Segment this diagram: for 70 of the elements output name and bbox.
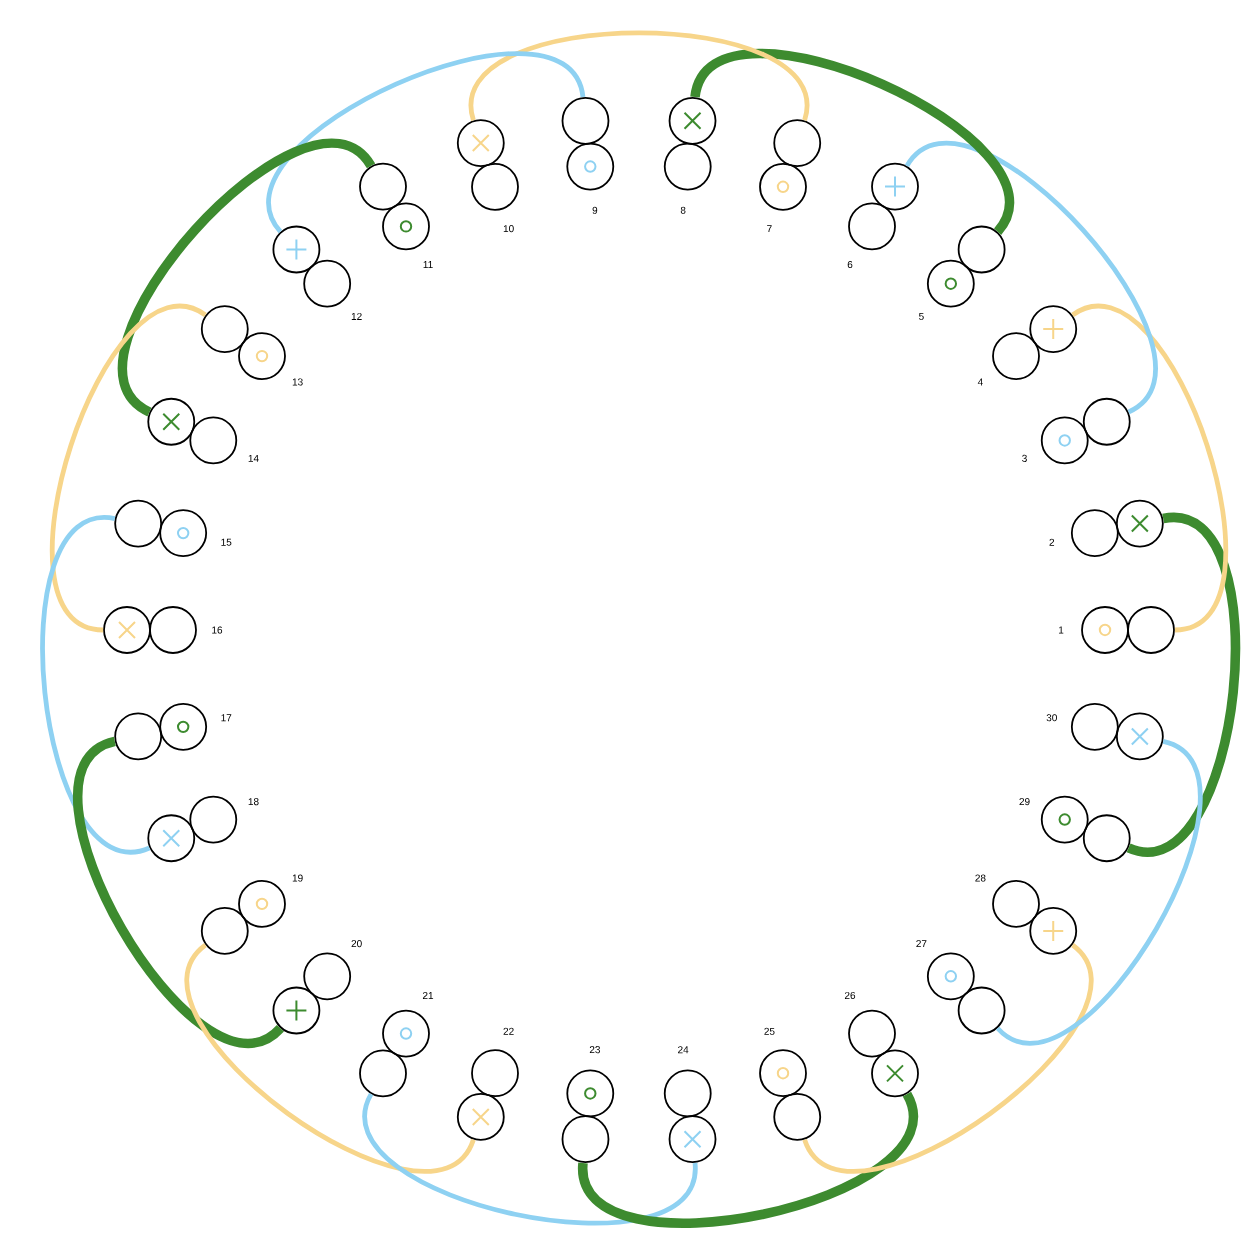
circle	[561, 96, 610, 145]
circle	[871, 1049, 919, 1098]
circle	[926, 952, 975, 1001]
circle	[561, 1115, 610, 1164]
circle	[1081, 606, 1129, 654]
arc	[996, 739, 1203, 1045]
arc	[50, 303, 207, 633]
circle	[103, 606, 151, 654]
circle	[1082, 397, 1131, 446]
circle	[1070, 702, 1119, 751]
circle	[147, 814, 196, 863]
circle	[189, 795, 238, 844]
circle	[471, 162, 519, 211]
circle	[566, 142, 615, 191]
circle	[1040, 416, 1089, 465]
circle	[957, 225, 1006, 274]
circle	[566, 1069, 615, 1118]
arc	[185, 943, 476, 1174]
circle	[1040, 795, 1089, 844]
circle	[147, 397, 196, 446]
circle	[1029, 305, 1078, 353]
circle	[871, 162, 919, 211]
circle	[668, 1115, 717, 1164]
arc	[40, 516, 150, 854]
circle	[663, 142, 712, 191]
circle	[303, 259, 352, 308]
arc	[1071, 303, 1228, 633]
circle	[1082, 814, 1131, 863]
circle	[759, 162, 807, 211]
circle	[1127, 606, 1175, 654]
arc	[470, 30, 808, 121]
circle	[668, 96, 717, 145]
circle	[926, 259, 975, 308]
circle	[382, 202, 430, 251]
circle	[200, 907, 249, 955]
circle	[149, 606, 197, 654]
circle	[272, 225, 321, 274]
circle	[471, 1049, 519, 1098]
circle	[773, 1093, 822, 1141]
circle	[272, 986, 321, 1035]
circle	[663, 1069, 712, 1118]
circle	[992, 880, 1040, 928]
circle	[238, 332, 286, 380]
circle	[456, 1093, 505, 1141]
circle	[303, 952, 352, 1001]
arc	[802, 943, 1093, 1174]
circle	[1029, 907, 1078, 955]
circle	[159, 702, 208, 751]
circle	[189, 416, 238, 465]
circle	[992, 332, 1040, 380]
circle	[1115, 712, 1164, 761]
circle	[1070, 509, 1119, 557]
arc	[266, 51, 586, 233]
circle	[114, 712, 163, 761]
circle	[848, 202, 896, 251]
circle	[114, 499, 163, 548]
circle	[848, 1009, 896, 1058]
circle	[957, 986, 1006, 1035]
circle	[159, 509, 208, 557]
circle	[773, 119, 822, 167]
circle	[759, 1049, 807, 1098]
circle	[359, 1049, 407, 1098]
circle	[1115, 499, 1164, 548]
circle	[382, 1009, 430, 1058]
circle	[456, 119, 505, 167]
circle	[359, 162, 407, 211]
arc	[905, 141, 1158, 414]
circle	[238, 880, 286, 928]
arc	[362, 1093, 698, 1226]
circle	[200, 305, 249, 353]
